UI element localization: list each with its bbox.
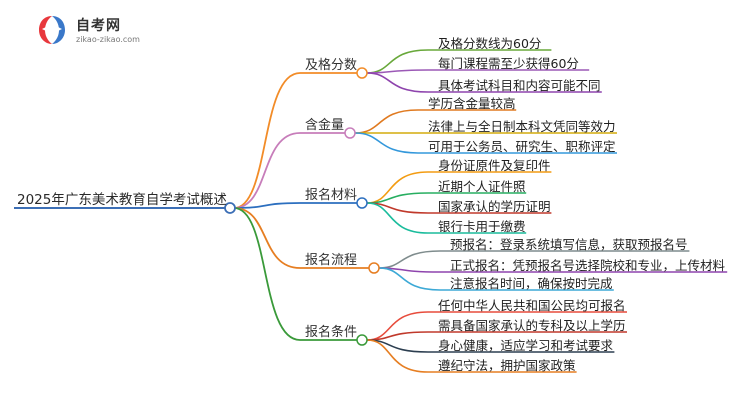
leaf-connector (366, 339, 577, 373)
leaf-label: 国家承认的学历证明 (438, 199, 551, 214)
leaf-label: 预报名：登录系统填写信息，获取预报名号 (450, 237, 688, 252)
branch-node (344, 127, 356, 139)
leaf-label: 任何中华人民共和国公民均可报名 (438, 298, 626, 313)
branch-connector (233, 207, 357, 341)
logo-url: zikao-zikao.com (76, 35, 140, 44)
site-logo[interactable]: 自考网 zikao-zikao.com (36, 14, 156, 50)
leaf-label: 每门课程需至少获得60分 (438, 56, 579, 71)
leaf-label: 可用于公务员、研究生、职称评定 (428, 139, 616, 154)
branch-label: 含金量 (305, 118, 345, 133)
branch-connector (233, 207, 369, 269)
leaf-label: 近期个人证件照 (438, 179, 526, 194)
mindmap-edges (14, 49, 728, 373)
branch-label: 及格分数 (305, 58, 358, 73)
branch-node (356, 67, 368, 79)
leaf-connector (366, 202, 527, 234)
leaf-connector (378, 250, 690, 269)
branch-node (356, 197, 368, 209)
branch-label: 报名条件 (305, 325, 358, 340)
root-label: 2025年广东美术教育自学考试概述 (17, 192, 227, 208)
mindmap-nodes (224, 67, 380, 346)
leaf-label: 法律上与全日制本科文凭同等效力 (428, 119, 616, 134)
leaf-label: 学历含金量较高 (428, 96, 516, 111)
logo-title: 自考网 (76, 18, 121, 34)
branch-node (368, 262, 380, 274)
leaf-label: 及格分数线为60分 (438, 36, 542, 51)
leaf-label: 注意报名时间，确保按时完成 (450, 276, 613, 291)
branch-connector (233, 72, 357, 209)
branch-label: 报名材料 (305, 188, 358, 203)
branch-label: 报名流程 (305, 253, 358, 268)
leaf-label: 遵纪守法，拥护国家政策 (438, 358, 576, 373)
logo-blue-shape (52, 16, 65, 44)
leaf-label: 需具备国家承认的专科及以上学历 (438, 318, 626, 333)
branch-node (356, 334, 368, 346)
root-node (224, 202, 236, 214)
leaf-connector (378, 267, 614, 291)
leaf-label: 正式报名：凭预报名号选择院校和专业，上传材料 (450, 258, 726, 273)
logo-red-shape (39, 16, 52, 44)
leaf-label: 银行卡用于缴费 (438, 219, 526, 234)
leaf-label: 具体考试科目和内容可能不同 (438, 78, 601, 93)
leaf-label: 身心健康，适应学习和考试要求 (438, 338, 614, 353)
leaf-connector (366, 72, 602, 93)
branch-connector (233, 202, 357, 209)
branch-connector (233, 132, 345, 209)
graduation-cap-icon (39, 16, 65, 44)
leaf-connector (354, 109, 517, 134)
leaf-label: 身份证原件及复印件 (438, 158, 551, 173)
leaf-connector (354, 132, 617, 154)
